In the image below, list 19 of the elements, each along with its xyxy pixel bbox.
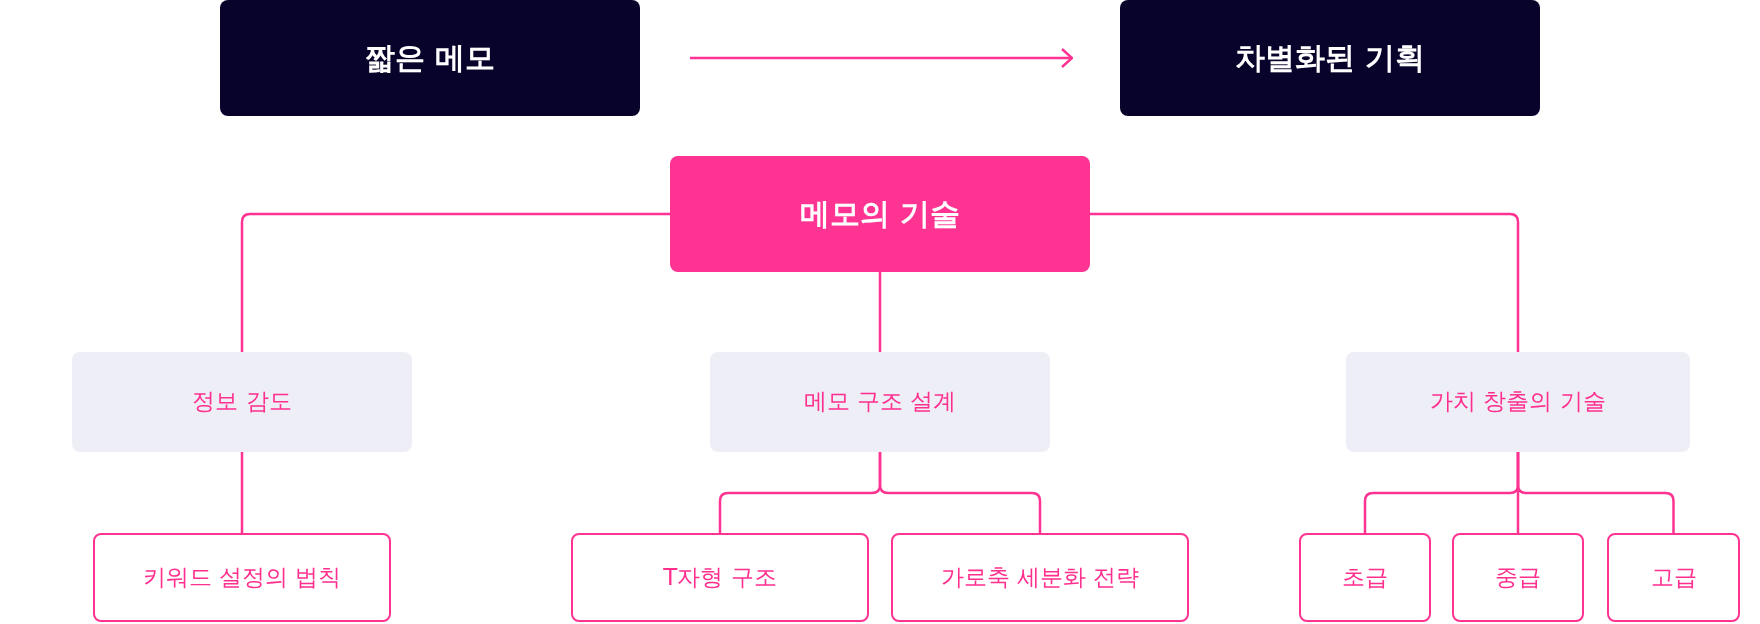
arrow <box>690 47 1074 69</box>
topic-box: 키워드 설정의 법칙 <box>93 533 391 622</box>
category-box: 정보 감도 <box>72 352 412 452</box>
connector-line <box>878 452 1042 533</box>
root-box: 메모의 기술 <box>670 156 1090 272</box>
connector-line <box>240 452 244 533</box>
category-box: 가치 창출의 기술 <box>1346 352 1690 452</box>
connector-line <box>240 212 670 352</box>
title-box: 차별화된 기획 <box>1120 0 1540 116</box>
title-box: 짧은 메모 <box>220 0 640 116</box>
topic-box: T자형 구조 <box>571 533 869 622</box>
topic-box: 가로축 세분화 전략 <box>891 533 1189 622</box>
connector-line <box>1090 212 1520 352</box>
topic-box: 고급 <box>1607 533 1740 622</box>
connector-line <box>1516 452 1675 533</box>
category-box: 메모 구조 설계 <box>710 352 1050 452</box>
topic-box: 초급 <box>1299 533 1431 622</box>
topic-box: 중급 <box>1452 533 1584 622</box>
connector-line <box>878 272 882 352</box>
